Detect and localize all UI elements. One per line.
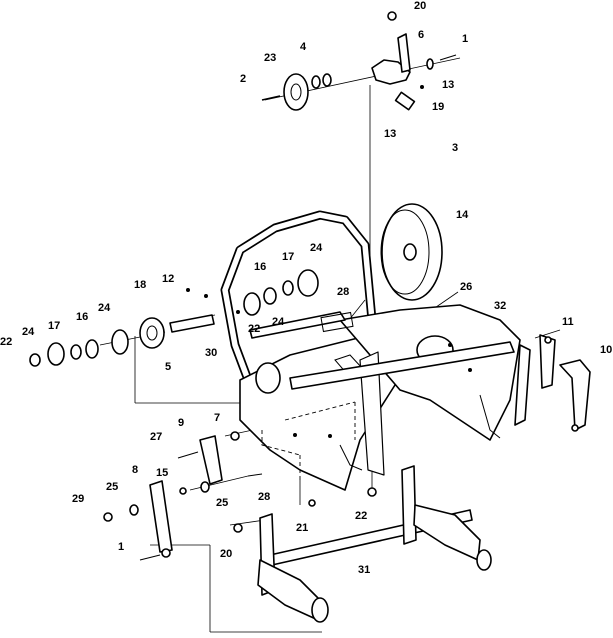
callout: 24: [272, 316, 285, 328]
left-bearing-stack: [29, 269, 319, 367]
link-9: [199, 435, 223, 485]
large-pulley-14: [380, 203, 443, 301]
callout: 12: [162, 273, 174, 285]
hidden-lines: [261, 401, 356, 480]
axle-assembly-31: [257, 465, 492, 623]
link-8: [149, 480, 173, 553]
callout: 30: [205, 347, 217, 359]
callout: 32: [494, 300, 506, 312]
washer-4a: [311, 75, 321, 89]
callout: 16: [254, 261, 266, 273]
callout: 17: [282, 251, 294, 263]
washer-4b: [322, 73, 332, 87]
nut-20a: [387, 11, 397, 21]
callout: 19: [432, 101, 444, 113]
callout: 5: [165, 361, 171, 373]
callout: 7: [214, 412, 220, 424]
callout: 24: [98, 302, 111, 314]
callout: 3: [452, 142, 458, 154]
callout: 11: [562, 316, 574, 328]
callout: 24: [22, 326, 35, 338]
cross-tube: [289, 341, 515, 390]
washer-13a: [426, 58, 434, 70]
link-10: [559, 359, 591, 431]
callout: 23: [264, 52, 276, 64]
callout: 22: [0, 336, 12, 348]
callout: 9: [178, 417, 184, 429]
callout: 22: [248, 323, 260, 335]
callout: 6: [418, 29, 424, 41]
upper-pulley-assembly: [261, 11, 457, 111]
pulley-23: [283, 73, 309, 111]
callout: 27: [150, 431, 162, 443]
callout: 29: [72, 493, 84, 505]
frame-strut: [359, 351, 385, 476]
callout-labels: 20 6 1 4 23 2 13 19 13 3 14 24 17 16 12 …: [0, 0, 612, 576]
callout: 31: [358, 564, 370, 576]
callout: 17: [48, 320, 60, 332]
right-links: [539, 334, 591, 432]
callout: 18: [134, 279, 146, 291]
callout: 2: [240, 73, 246, 85]
callout: 14: [456, 209, 469, 221]
handle-bail: [220, 210, 377, 390]
callout: 26: [460, 281, 472, 293]
callout: 28: [337, 286, 349, 298]
callout: 25: [216, 497, 228, 509]
lower-linkage: [103, 431, 263, 561]
frame-right-plate-32: [339, 304, 521, 441]
callout: 21: [296, 522, 308, 534]
callout: 10: [600, 344, 612, 356]
bracket-3: [394, 91, 416, 111]
callout: 25: [106, 481, 118, 493]
callout: 4: [300, 41, 307, 53]
callout: 8: [132, 464, 138, 476]
main-frame: [239, 304, 531, 491]
callout: 24: [310, 242, 323, 254]
callout: 13: [442, 79, 454, 91]
callout: 16: [76, 311, 88, 323]
callout: 28: [258, 491, 270, 503]
callout: 1: [462, 33, 468, 45]
callout: 13: [384, 128, 396, 140]
callout: 1: [118, 541, 124, 553]
callout: 15: [156, 467, 168, 479]
callout: 20: [220, 548, 232, 560]
callout: 20: [414, 0, 426, 12]
callout: 22: [355, 510, 367, 522]
